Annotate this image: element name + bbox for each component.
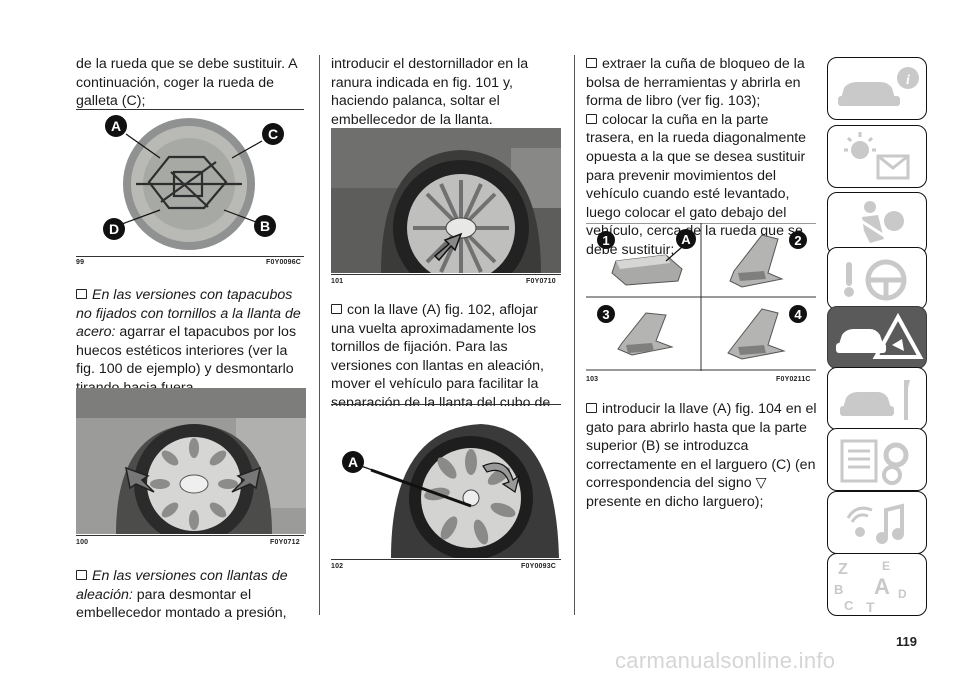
bullet-icon — [76, 570, 87, 580]
svg-text:B: B — [834, 582, 843, 597]
fig102-top-rule — [331, 404, 561, 405]
figure-100-hubcap — [76, 388, 306, 534]
svg-text:2: 2 — [794, 233, 801, 248]
figure-101-alloy-wheel — [331, 128, 561, 273]
fig102-bottom-rule — [331, 559, 561, 560]
svg-text:3: 3 — [602, 307, 609, 322]
arrow-left-icon — [125, 466, 155, 493]
column-divider-1 — [319, 55, 320, 615]
fig100-bottom-rule — [76, 535, 304, 536]
fig99-bottom-rule — [76, 256, 304, 257]
triangle-down-icon: ▽ — [755, 475, 767, 492]
col3-p3-end: presente en dicho larguero); — [586, 493, 764, 510]
safety-tab[interactable] — [827, 192, 927, 255]
col3-paragraph-jack: introducir la llave (A) fig. 104 en el g… — [586, 400, 822, 512]
col1-p2-text: para desmontar el embellecedor montado a… — [76, 586, 287, 622]
figure-99-spare-wheel: A C D B — [76, 112, 306, 257]
steering-key-icon — [844, 259, 907, 301]
car-warning-triangle-icon — [836, 312, 924, 359]
bullet-icon — [586, 113, 597, 124]
bullet-icon — [331, 304, 342, 314]
svg-text:C: C — [268, 126, 278, 142]
fig102-number: 102 — [331, 563, 344, 570]
bullet-icon — [76, 289, 87, 299]
svg-text:A: A — [874, 574, 890, 599]
col3-p1-text: extraer la cuña de bloqueo de la bolsa d… — [586, 56, 805, 110]
figure-102-wrench-wheel: A — [331, 406, 561, 558]
fig102-code: F0Y0093C — [521, 563, 557, 570]
svg-text:Z: Z — [838, 561, 848, 578]
svg-text:B: B — [260, 218, 270, 234]
callout-d: D — [103, 209, 161, 240]
seatbelt-airbag-icon — [857, 201, 904, 243]
callout-a: A — [342, 451, 390, 477]
fig100-number: 100 — [76, 539, 89, 546]
callout-a: A — [105, 115, 161, 159]
svg-text:4: 4 — [794, 307, 802, 322]
fig99-code: F0Y0096C — [266, 259, 302, 266]
page-number: 119 — [896, 634, 917, 649]
svg-text:A: A — [681, 232, 691, 247]
col1-intro-text: de la rueda que se debe sustituir. A con… — [76, 56, 297, 110]
watermark: carmanualsonline.info — [615, 648, 836, 673]
svg-text:A: A — [111, 118, 121, 134]
bullet-icon — [586, 58, 597, 68]
fig101-code: F0Y0710 — [526, 278, 556, 285]
step-2-badge: 2 — [789, 231, 807, 249]
col2-intro-text: introducir el destornillador en la ranur… — [331, 56, 529, 128]
svg-text:D: D — [109, 221, 119, 237]
data-gear-icon — [840, 439, 909, 485]
driving-tab[interactable] — [827, 247, 927, 310]
warning-light-envelope-icon — [844, 132, 910, 180]
callout-a: A — [665, 229, 696, 262]
step-3-badge: 3 — [597, 305, 615, 323]
arrow-icon — [433, 232, 463, 262]
music-note-icon — [846, 503, 904, 544]
arrow-right-icon — [231, 466, 261, 493]
svg-text:T: T — [866, 599, 875, 615]
svg-text:C: C — [844, 598, 854, 613]
column-3: extraer la cuña de bloqueo de la bolsa d… — [586, 55, 820, 260]
col1-paragraph-hubcaps: En las versiones con tapacubos no fijado… — [76, 286, 310, 398]
fig99-number: 99 — [76, 259, 85, 266]
col1-p1-italic: En las versiones con tapacubos no fijado… — [76, 287, 301, 341]
rotation-arrow-icon — [482, 462, 520, 493]
fig101-number: 101 — [331, 278, 344, 285]
column-divider-2 — [574, 55, 575, 615]
car-wrench-icon — [840, 380, 910, 420]
car-info-tab[interactable]: i — [827, 57, 927, 120]
emergency-tab[interactable] — [827, 306, 927, 369]
step-4-badge: 4 — [789, 305, 807, 323]
svg-text:i: i — [906, 73, 910, 88]
lights-warnings-tab[interactable] — [827, 125, 927, 188]
col1-p2-italic: En las versiones con llantas de aleación… — [76, 568, 288, 603]
index-tab[interactable]: Z E B A D C T — [827, 553, 927, 616]
figure-103-wheel-chock: 1 A 2 3 4 — [586, 223, 816, 371]
multimedia-tab[interactable] — [827, 491, 927, 554]
fig103-code: F0Y0211C — [776, 376, 811, 383]
svg-text:D: D — [898, 587, 907, 601]
fig100-code: F0Y0712 — [270, 539, 300, 546]
step-1-badge: 1 — [597, 231, 615, 249]
fig103-number: 103 — [586, 376, 599, 383]
column-1: de la rueda que se debe sustituir. A con… — [76, 55, 308, 111]
fig101-bottom-rule — [331, 274, 561, 275]
column-2: introducir el destornillador en la ranur… — [331, 55, 563, 129]
col3-p2-text: colocar la cuña en la parte trasera, en … — [586, 111, 807, 258]
maintenance-tab[interactable] — [827, 367, 927, 430]
technical-data-tab[interactable] — [827, 428, 927, 491]
callout-c: C — [231, 123, 284, 159]
callout-b: B — [223, 209, 276, 237]
col1-paragraph-alloy: En las versiones con llantas de aleación… — [76, 567, 310, 623]
fig99-top-rule — [76, 109, 304, 110]
car-info-icon: i — [838, 67, 919, 106]
alphabet-index-icon: Z E B A D C T — [834, 559, 907, 615]
svg-text:E: E — [882, 559, 890, 573]
col3-p3-text: introducir la llave (A) fig. 104 en el g… — [586, 401, 817, 492]
svg-text:1: 1 — [602, 233, 609, 248]
bullet-icon — [586, 403, 597, 413]
svg-text:A: A — [348, 454, 358, 470]
